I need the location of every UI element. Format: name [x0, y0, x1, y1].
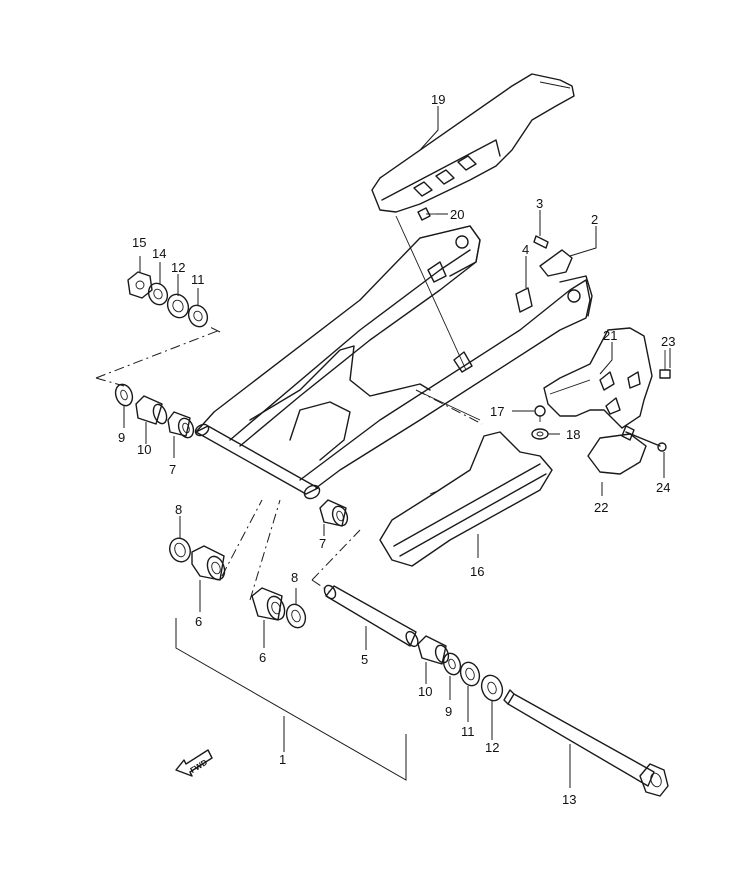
part-9-washer-right: [442, 652, 462, 676]
callout-12-top: 12: [171, 260, 185, 275]
part-10-collar-right: [417, 635, 450, 665]
part-7-bearing-left: [167, 411, 195, 439]
part-18-washer: [531, 428, 549, 440]
part-7-bearing-right: [319, 499, 349, 527]
part-13-pivot-bolt: [503, 689, 669, 797]
part-5-spacer-tube: [323, 584, 419, 648]
callout-20: 20: [450, 207, 464, 222]
callout-10-left: 10: [137, 442, 151, 457]
callout-23: 23: [661, 334, 675, 349]
callout-6-right: 6: [259, 650, 266, 665]
swingarm-body: [194, 215, 593, 500]
part-16-chain-buffer: [379, 431, 553, 567]
part-17-bolt: [534, 405, 546, 422]
callout-22: 22: [594, 500, 608, 515]
callout-21: 21: [603, 328, 617, 343]
part-12-spacer: [166, 293, 190, 319]
callout-labels: 19 20 3 2 4 21 23 17 18 22 24 16 15 14 1…: [118, 92, 675, 807]
part-22-cover: [587, 433, 647, 475]
callout-18: 18: [566, 427, 580, 442]
fwd-arrow-icon: FWD: [175, 749, 213, 777]
callout-2: 2: [591, 212, 598, 227]
part-15-nut: [127, 271, 153, 299]
assembly-1-bracket: [175, 618, 407, 781]
callout-9-right: 9: [445, 704, 452, 719]
part-20-bolt: [417, 207, 436, 221]
callout-14: 14: [152, 246, 166, 261]
part-21-bracket: [543, 327, 653, 429]
assembly-centerlines: [95, 325, 483, 601]
leader-lines: [123, 106, 671, 788]
callout-4: 4: [522, 242, 529, 257]
callout-7-left: 7: [169, 462, 176, 477]
callout-1: 1: [279, 752, 286, 767]
callout-3: 3: [536, 196, 543, 211]
part-24-bolt: [621, 425, 667, 452]
part-23-bolt: [659, 350, 671, 379]
callout-16: 16: [470, 564, 484, 579]
callout-19: 19: [431, 92, 445, 107]
part-10-collar-left: [135, 395, 168, 425]
callout-8-left: 8: [175, 502, 182, 517]
part-3-bolt: [533, 235, 549, 249]
callout-13: 13: [562, 792, 576, 807]
callout-24: 24: [656, 480, 670, 495]
part-6-bearing-right: [251, 587, 286, 621]
part-12-washer-right: [480, 674, 504, 702]
part-8-seal-left: [169, 537, 191, 563]
callout-5: 5: [361, 652, 368, 667]
part-11-washer: [187, 304, 209, 328]
part-19-chain-guard: [371, 73, 575, 213]
callout-12-bottom: 12: [485, 740, 499, 755]
callout-11-bottom: 11: [461, 724, 475, 739]
part-2-plate: [539, 249, 573, 277]
callout-15: 15: [132, 235, 146, 250]
callout-17: 17: [490, 404, 504, 419]
callout-11-top: 11: [191, 272, 205, 287]
callout-9-left: 9: [118, 430, 125, 445]
callout-10-right: 10: [418, 684, 432, 699]
part-14-washer: [147, 282, 169, 306]
callout-6-left: 6: [195, 614, 202, 629]
callout-7-right: 7: [319, 536, 326, 551]
part-4-clip: [515, 287, 533, 313]
part-6-bearing-left: [191, 545, 226, 581]
part-8-seal-right: [285, 603, 307, 629]
part-11-washer-right: [459, 661, 481, 687]
callout-8-right: 8: [291, 570, 298, 585]
